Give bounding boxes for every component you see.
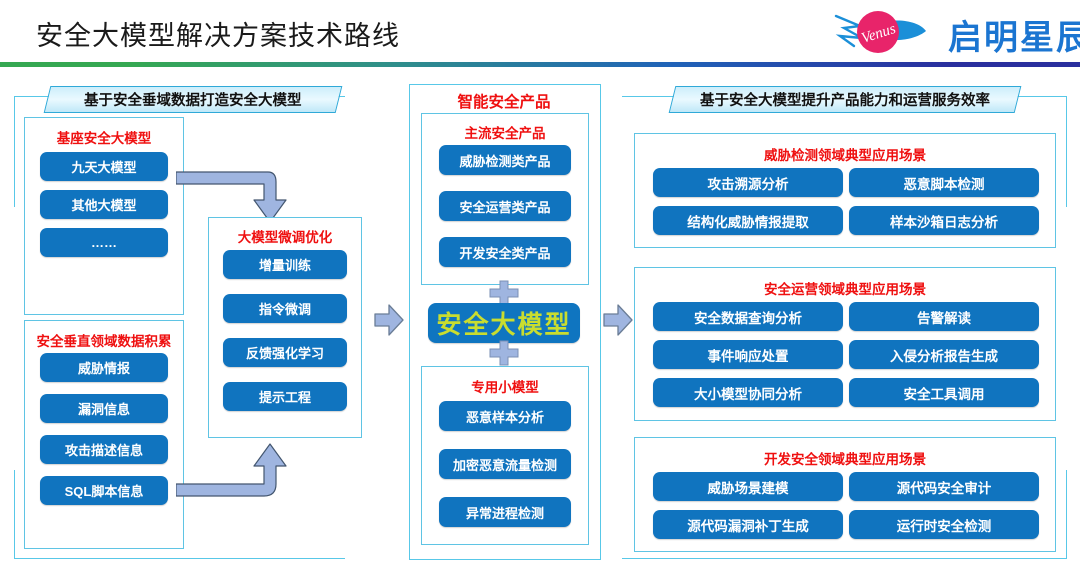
item-security-ops-products[interactable]: 安全运营类产品 <box>439 191 571 221</box>
item-prompt-engineering[interactable]: 提示工程 <box>223 382 347 411</box>
item-encrypted-traffic-detection[interactable]: 加密恶意流量检测 <box>439 449 571 479</box>
item-attack-tracing[interactable]: 攻击溯源分析 <box>653 168 843 197</box>
item-security-data-query[interactable]: 安全数据查询分析 <box>653 302 843 331</box>
arrow-right-icon-left-to-middle <box>374 303 404 337</box>
item-devsec-products[interactable]: 开发安全类产品 <box>439 237 571 267</box>
company-logo: Venus 启明星辰 <box>830 6 1080 60</box>
item-vuln-info[interactable]: 漏洞信息 <box>40 394 168 423</box>
item-incident-response[interactable]: 事件响应处置 <box>653 340 843 369</box>
venus-logo-svg: Venus <box>834 11 926 53</box>
item-alert-interpretation[interactable]: 告警解读 <box>849 302 1039 331</box>
elbow-arrow-down-icon <box>175 166 288 226</box>
right-column-banner: 基于安全大模型提升产品能力和运营服务效率 <box>668 86 1022 113</box>
logo-company-name: 启明星辰 <box>948 19 1080 57</box>
panel-title-security-operations-scenarios: 安全运营领域典型应用场景 <box>764 282 926 297</box>
hero-security-llm[interactable]: 安全大模型 <box>428 303 580 343</box>
plus-icon-lower <box>489 340 519 366</box>
panel-title-foundation-model: 基座安全大模型 <box>56 131 152 146</box>
panel-model-finetuning: 大模型微调优化 增量训练 指令微调 反馈强化学习 提示工程 <box>208 217 362 438</box>
item-malicious-script-detection[interactable]: 恶意脚本检测 <box>849 168 1039 197</box>
right-column-frame-bottom <box>622 470 1067 559</box>
venus-logo-mark: Venus <box>830 8 950 58</box>
middle-column-title: 智能安全产品 <box>457 94 551 111</box>
item-model-collaboration-analysis[interactable]: 大小模型协同分析 <box>653 378 843 407</box>
panel-vertical-data: 安全垂直领域数据积累 威胁情报 漏洞信息 攻击描述信息 SQL脚本信息 <box>24 320 184 549</box>
item-runtime-security-detection[interactable]: 运行时安全检测 <box>849 510 1039 539</box>
elbow-arrow-up-icon <box>175 440 288 502</box>
item-sandbox-log-analysis[interactable]: 样本沙箱日志分析 <box>849 206 1039 235</box>
item-sql-script[interactable]: SQL脚本信息 <box>40 476 168 505</box>
item-patch-generation[interactable]: 源代码漏洞补丁生成 <box>653 510 843 539</box>
item-threat-modeling[interactable]: 威胁场景建模 <box>653 472 843 501</box>
item-threat-detection-products[interactable]: 威胁检测类产品 <box>439 145 571 175</box>
item-rlhf[interactable]: 反馈强化学习 <box>223 338 347 367</box>
panel-title-small-models: 专用小模型 <box>471 380 539 395</box>
panel-title-threat-detection-scenarios: 威胁检测领域典型应用场景 <box>764 148 926 163</box>
item-security-tool-invocation[interactable]: 安全工具调用 <box>849 378 1039 407</box>
item-abnormal-process-detection[interactable]: 异常进程检测 <box>439 497 571 527</box>
panel-title-finetuning: 大模型微调优化 <box>237 230 333 245</box>
item-intrusion-report-generation[interactable]: 入侵分析报告生成 <box>849 340 1039 369</box>
item-structured-threat-intel[interactable]: 结构化威胁情报提取 <box>653 206 843 235</box>
panel-security-operations-scenarios: 安全运营领域典型应用场景 安全数据查询分析 告警解读 事件响应处置 入侵分析报告… <box>634 267 1056 421</box>
panel-foundation-model: 基座安全大模型 九天大模型 其他大模型 …… <box>24 117 184 315</box>
item-attack-desc[interactable]: 攻击描述信息 <box>40 435 168 464</box>
panel-threat-detection-scenarios: 威胁检测领域典型应用场景 攻击溯源分析 恶意脚本检测 结构化威胁情报提取 样本沙… <box>634 133 1056 248</box>
panel-title-vertical-data: 安全垂直领域数据积累 <box>36 334 172 349</box>
panel-devsecops-scenarios: 开发安全领域典型应用场景 威胁场景建模 源代码安全审计 源代码漏洞补丁生成 运行… <box>634 437 1056 552</box>
panel-specialized-small-models: 专用小模型 恶意样本分析 加密恶意流量检测 异常进程检测 <box>421 366 589 545</box>
item-source-code-audit[interactable]: 源代码安全审计 <box>849 472 1039 501</box>
header-gradient-rule <box>0 62 1080 67</box>
left-column-frame-bottom <box>14 470 345 559</box>
panel-title-devsecops-scenarios: 开发安全领域典型应用场景 <box>764 452 926 467</box>
item-jiutian-model[interactable]: 九天大模型 <box>40 152 168 181</box>
page-header: 安全大模型解决方案技术路线 Venus 启明星辰 <box>0 0 1080 67</box>
panel-mainstream-products: 主流安全产品 威胁检测类产品 安全运营类产品 开发安全类产品 <box>421 113 589 285</box>
item-other-model[interactable]: 其他大模型 <box>40 190 168 219</box>
item-malware-sample-analysis[interactable]: 恶意样本分析 <box>439 401 571 431</box>
arrow-right-icon-middle-to-right <box>603 303 633 337</box>
item-ellipsis[interactable]: …… <box>40 228 168 257</box>
page-title: 安全大模型解决方案技术路线 <box>36 21 400 51</box>
left-column-banner: 基于安全垂域数据打造安全大模型 <box>43 86 343 113</box>
item-instruction-finetune[interactable]: 指令微调 <box>223 294 347 323</box>
middle-column-frame <box>409 84 601 560</box>
panel-title-mainstream-products: 主流安全产品 <box>464 126 546 141</box>
item-incremental-training[interactable]: 增量训练 <box>223 250 347 279</box>
item-threat-intel[interactable]: 威胁情报 <box>40 353 168 382</box>
